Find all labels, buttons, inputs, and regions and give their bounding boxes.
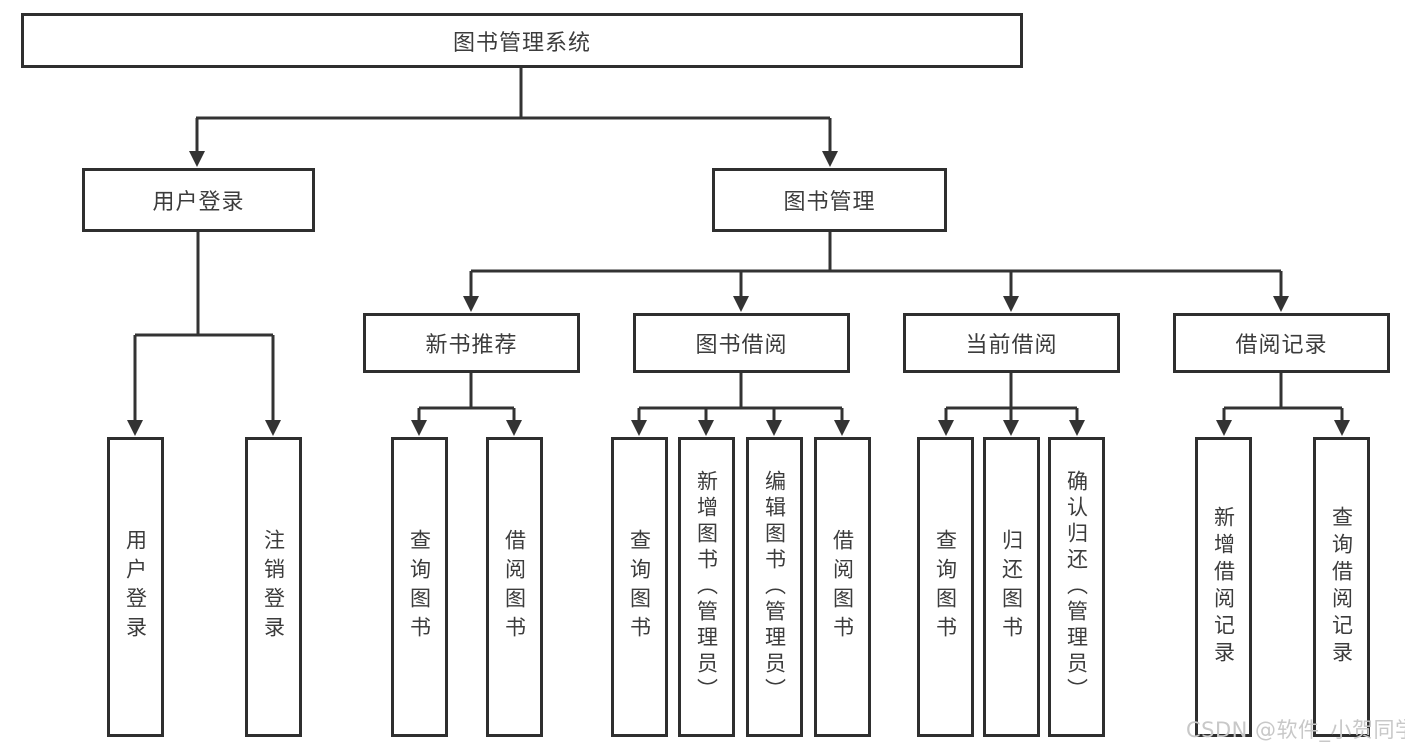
node-new-book-recommend: 新书推荐: [363, 313, 580, 373]
leaf-user-login: 用户登录: [107, 437, 164, 737]
node-book-management: 图书管理: [712, 168, 947, 232]
leaf-borrow-book-2: 借阅图书: [814, 437, 871, 737]
csdn-watermark: CSDN @软件_小贺同学: [1186, 718, 1405, 742]
leaf-return-book: 归还图书: [983, 437, 1040, 737]
node-borrow-record: 借阅记录: [1173, 313, 1390, 373]
leaf-query-borrow-record: 查询借阅记录: [1313, 437, 1370, 737]
node-book-borrow: 图书借阅: [633, 313, 850, 373]
node-root-library-system: 图书管理系统: [21, 13, 1023, 68]
leaf-query-book-3: 查询图书: [917, 437, 974, 737]
node-current-borrow: 当前借阅: [903, 313, 1120, 373]
leaf-borrow-book-1: 借阅图书: [486, 437, 543, 737]
leaf-query-book-2: 查询图书: [611, 437, 668, 737]
leaf-logout: 注销登录: [245, 437, 302, 737]
leaf-confirm-return-admin: 确认归还（管理员）: [1048, 437, 1105, 737]
leaf-add-book-admin: 新增图书（管理员）: [678, 437, 735, 737]
leaf-query-book-1: 查询图书: [391, 437, 448, 737]
node-user-login: 用户登录: [82, 168, 315, 232]
leaf-add-borrow-record: 新增借阅记录: [1195, 437, 1252, 737]
leaf-edit-book-admin: 编辑图书（管理员）: [746, 437, 803, 737]
